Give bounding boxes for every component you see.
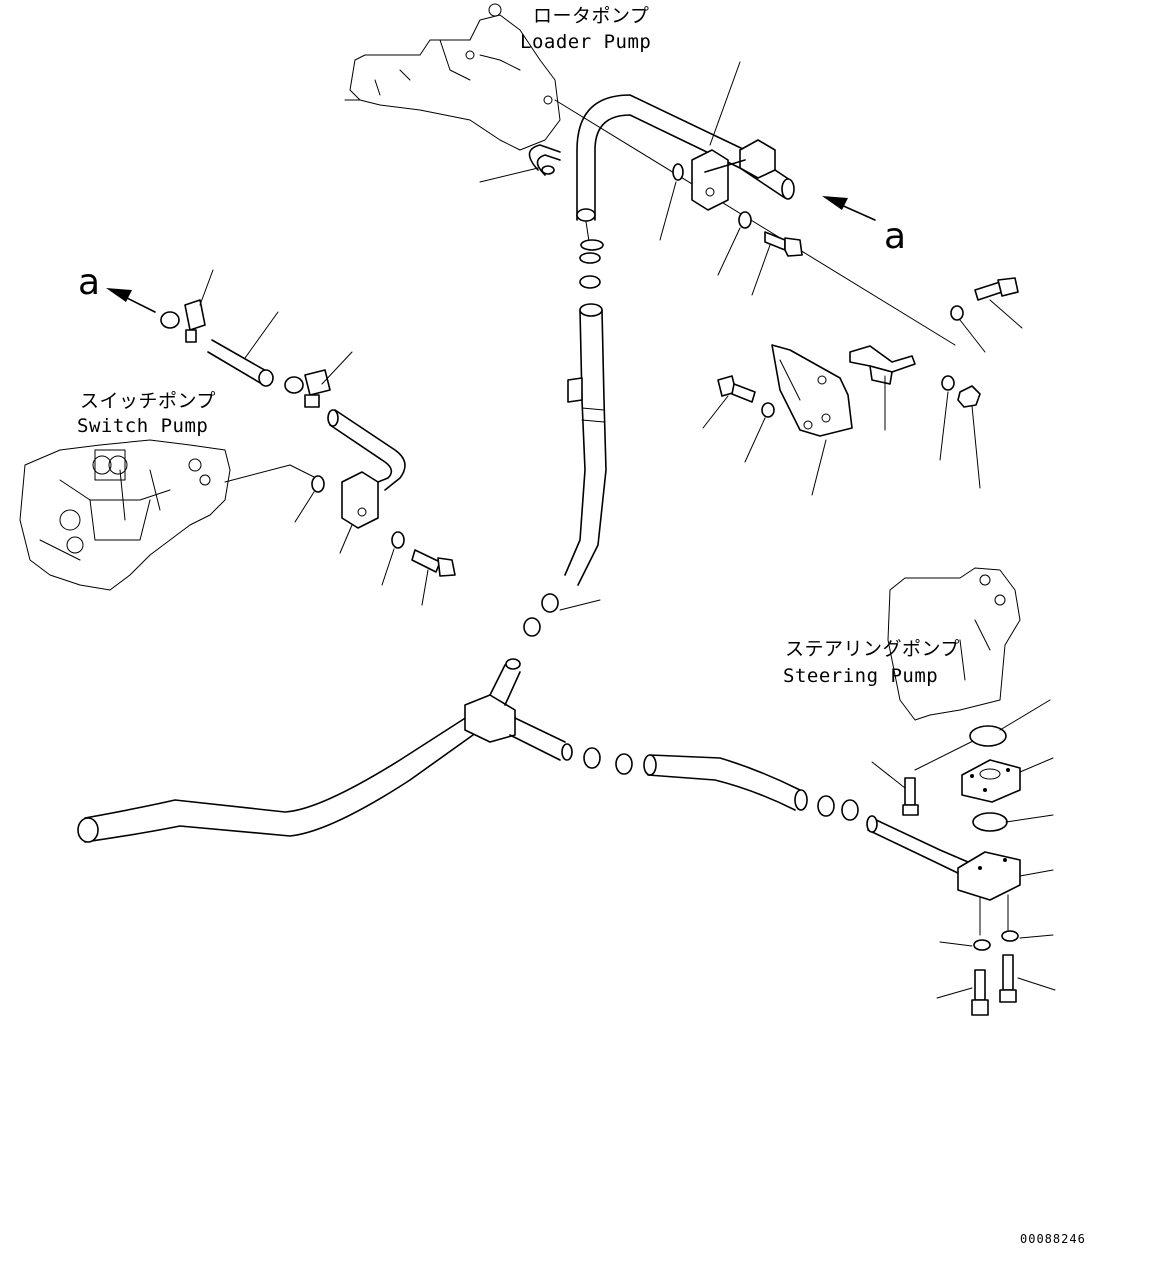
bolt-steering-upper	[902, 777, 919, 816]
washer-steering-2	[1001, 930, 1019, 942]
loader-pump-bracket	[691, 149, 746, 211]
split-flange	[961, 759, 1021, 803]
washer-right-upper	[950, 305, 964, 321]
washer-right-low	[941, 375, 955, 391]
bolt-right-left	[717, 375, 756, 403]
washer-switch	[391, 531, 405, 549]
hose-clamp-left-2	[284, 369, 331, 408]
view-arrow-left	[106, 288, 156, 313]
washer-steering-1	[973, 939, 991, 951]
o-ring-steering-lower	[972, 812, 1008, 832]
nut-right	[957, 385, 981, 408]
washer-loader	[738, 211, 752, 229]
o-ring-loader	[672, 163, 684, 181]
bolt-right-upper	[974, 277, 1019, 301]
washer-right-mid	[761, 402, 775, 418]
view-marker-left: a	[78, 262, 100, 303]
view-marker-right: a	[884, 216, 906, 257]
bolt-switch	[411, 549, 456, 577]
main-tee-tube	[77, 658, 573, 843]
steering-pump-label-en: Steering Pump	[783, 665, 938, 687]
o-ring-steering-top	[969, 725, 1007, 747]
bolt-loader	[764, 231, 803, 257]
hose-clamps-bottom	[583, 747, 859, 821]
short-hose-left	[207, 339, 274, 387]
hose-clamps-top	[579, 239, 604, 289]
view-arrow-right	[822, 196, 876, 221]
loader-pump-housing	[344, 3, 561, 151]
steering-pump-label-ja: ステアリングポンプ	[785, 638, 960, 660]
switch-pump-label-en: Switch Pump	[77, 415, 208, 437]
alignment-line-loader	[554, 99, 956, 346]
o-ring-switch	[311, 475, 325, 493]
vertical-hose	[564, 303, 607, 586]
elbow-fitting-top	[528, 144, 561, 176]
steering-pump-tube	[866, 815, 1021, 901]
hose-clamp-left-1	[160, 299, 206, 343]
hose-clamps-mid	[523, 593, 559, 637]
document-id: 00088246	[1020, 1232, 1086, 1246]
steering-pump-housing	[887, 567, 1021, 721]
alignment-line-steering	[914, 739, 976, 771]
callout-leaders	[199, 61, 1056, 999]
loader-pump-label-ja: ロータポンプ	[533, 5, 649, 27]
alignment-line-switch-1	[224, 464, 291, 483]
lower-hose	[643, 754, 808, 811]
switch-pump-label-ja: スイッチポンプ	[80, 390, 216, 412]
mounting-plate	[771, 344, 853, 437]
switch-pump-tube	[327, 409, 406, 529]
bolt-steering-2	[999, 954, 1017, 1003]
switch-pump-housing	[19, 439, 231, 591]
loader-pump-tube	[576, 94, 795, 222]
angle-bracket	[849, 345, 916, 385]
loader-pump-label-en: Loader Pump	[520, 31, 651, 53]
bolt-steering-1	[971, 969, 989, 1016]
alignment-line-mid	[559, 599, 601, 611]
